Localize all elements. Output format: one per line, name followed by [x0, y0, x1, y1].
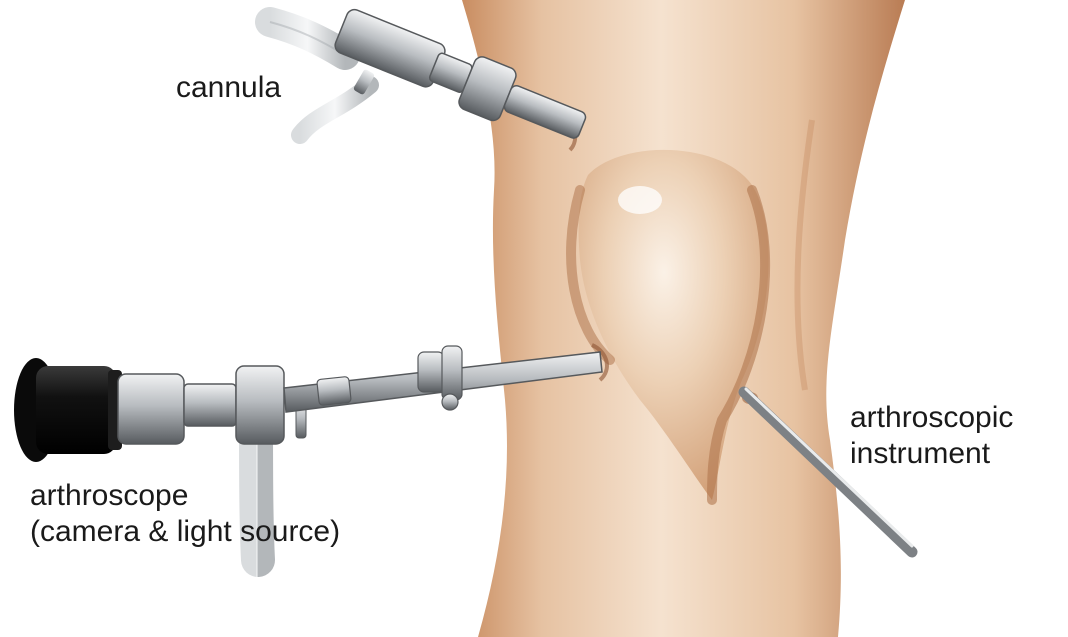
label-instrument-line1: arthroscopic — [850, 400, 1013, 436]
label-cannula: cannula — [176, 70, 281, 106]
kneecap-highlight — [618, 186, 662, 214]
arthroscope-eyepiece — [36, 366, 116, 454]
label-instrument-line2: instrument — [850, 436, 1013, 472]
label-arthroscope-line2: (camera & light source) — [30, 514, 340, 550]
label-cannula-text: cannula — [176, 70, 281, 106]
label-arthroscope-line1: arthroscope — [30, 478, 340, 514]
label-arthroscopic-instrument: arthroscopic instrument — [850, 400, 1013, 472]
arthroscope-shaft-collar — [317, 376, 352, 405]
arthroscope-neck — [184, 384, 236, 426]
label-arthroscope: arthroscope (camera & light source) — [30, 478, 340, 550]
arthroscope-camera-body — [118, 374, 184, 444]
cannula-hose — [270, 22, 345, 55]
arthroscope-coupler — [236, 366, 284, 444]
arthroscope-clamp — [418, 346, 462, 410]
